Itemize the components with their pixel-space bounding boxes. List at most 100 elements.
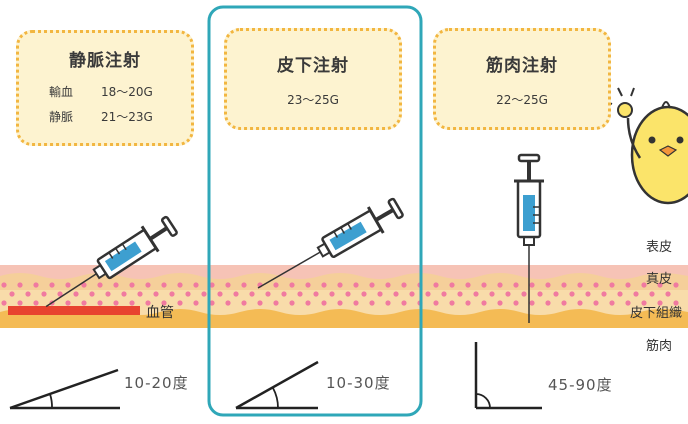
fat-dot (225, 282, 231, 288)
fat-dot (585, 291, 591, 297)
fat-dot (129, 282, 135, 288)
fat-dot (161, 300, 167, 306)
fat-dot (321, 282, 327, 288)
fat-dot (577, 300, 583, 306)
fat-dot (641, 300, 647, 306)
fat-dot (609, 300, 615, 306)
fat-dot (521, 291, 527, 297)
fat-dot (153, 291, 159, 297)
im-angle-label: 45-90度 (548, 376, 613, 394)
fat-dot (617, 291, 623, 297)
fat-dot (273, 300, 279, 306)
layer-label-dermis: 真皮 (646, 272, 673, 287)
fat-dot (121, 291, 127, 297)
fat-dot (441, 291, 447, 297)
fat-dot (481, 300, 487, 306)
fat-dot (73, 291, 79, 297)
angle-icon (474, 342, 542, 410)
fat-dot (497, 300, 503, 306)
fat-dot (97, 300, 103, 306)
fat-dot (89, 291, 95, 297)
fat-dot (529, 282, 535, 288)
fat-dot (513, 300, 519, 306)
angle-icon (9, 368, 120, 410)
syringe-icon (45, 215, 178, 308)
fat-dot (649, 291, 655, 297)
vessel-label: 血管 (146, 305, 174, 321)
fat-dot (577, 282, 583, 288)
fat-dot (545, 300, 551, 306)
fat-dot (345, 291, 351, 297)
fat-dot (265, 291, 271, 297)
chick-mascot-icon (603, 87, 688, 205)
fat-dot (289, 300, 295, 306)
fat-dot (601, 291, 607, 297)
iv-title: 静脈注射 (69, 51, 141, 71)
fat-dot (249, 291, 255, 297)
angle-icon (235, 360, 319, 410)
fat-dot (65, 300, 71, 306)
syringe-icon (514, 153, 544, 323)
fat-dot (353, 300, 359, 306)
fat-dot (81, 300, 87, 306)
iv-info-box: 静脈注射 輸血 18〜20G 静脈 21〜23G (16, 30, 194, 146)
fat-dot (57, 291, 63, 297)
fat-dot (361, 291, 367, 297)
fat-dot (457, 291, 463, 297)
fat-dot (225, 300, 231, 306)
layer-label-subcutaneous: 皮下組織 (630, 306, 683, 321)
fat-dot (193, 282, 199, 288)
fat-dot (537, 291, 543, 297)
subq-highlight-frame (207, 5, 423, 417)
im-info-box: 筋肉注射 22〜25G (433, 28, 611, 130)
fat-dot (625, 300, 631, 306)
skin-layers (0, 265, 688, 328)
fat-dot (465, 300, 471, 306)
fat-dot (553, 291, 559, 297)
fat-dot (409, 291, 415, 297)
fat-dot (465, 282, 471, 288)
muscle-layer (0, 309, 688, 328)
fat-dot (9, 291, 15, 297)
fat-dot (569, 291, 575, 297)
subq-title: 皮下注射 (277, 56, 349, 76)
layer-label-muscle: 筋肉 (646, 339, 673, 354)
fat-dot (529, 300, 535, 306)
fat-dot (505, 291, 511, 297)
iv-row-name-1: 静脈 (49, 110, 74, 124)
fat-dot (65, 282, 71, 288)
fat-dot (257, 300, 263, 306)
fat-dot (161, 282, 167, 288)
fat-dot (217, 291, 223, 297)
fat-dot (185, 291, 191, 297)
fat-dot (497, 282, 503, 288)
fat-dot (489, 291, 495, 297)
fat-dot (369, 300, 375, 306)
fat-dot (657, 300, 663, 306)
fat-dot (1, 300, 7, 306)
fat-dot (105, 291, 111, 297)
fat-dot (33, 282, 39, 288)
fat-dot (449, 282, 455, 288)
fat-dot (25, 291, 31, 297)
fat-dot (425, 291, 431, 297)
fat-dots (1, 282, 679, 306)
fat-dot (401, 300, 407, 306)
fat-dot (593, 300, 599, 306)
fat-dot (209, 300, 215, 306)
fat-dot (33, 300, 39, 306)
fat-dot (673, 282, 679, 288)
fat-dot (657, 282, 663, 288)
fat-dot (17, 282, 23, 288)
iv-row-value-0: 18〜20G (101, 85, 153, 99)
iv-angle-label: 10-20度 (124, 374, 189, 392)
fat-dot (305, 300, 311, 306)
fat-dot (561, 282, 567, 288)
fat-dot (169, 291, 175, 297)
fat-dot (241, 282, 247, 288)
fat-dot (633, 291, 639, 297)
fat-dot (673, 300, 679, 306)
fat-dot (401, 282, 407, 288)
fat-dot (625, 282, 631, 288)
